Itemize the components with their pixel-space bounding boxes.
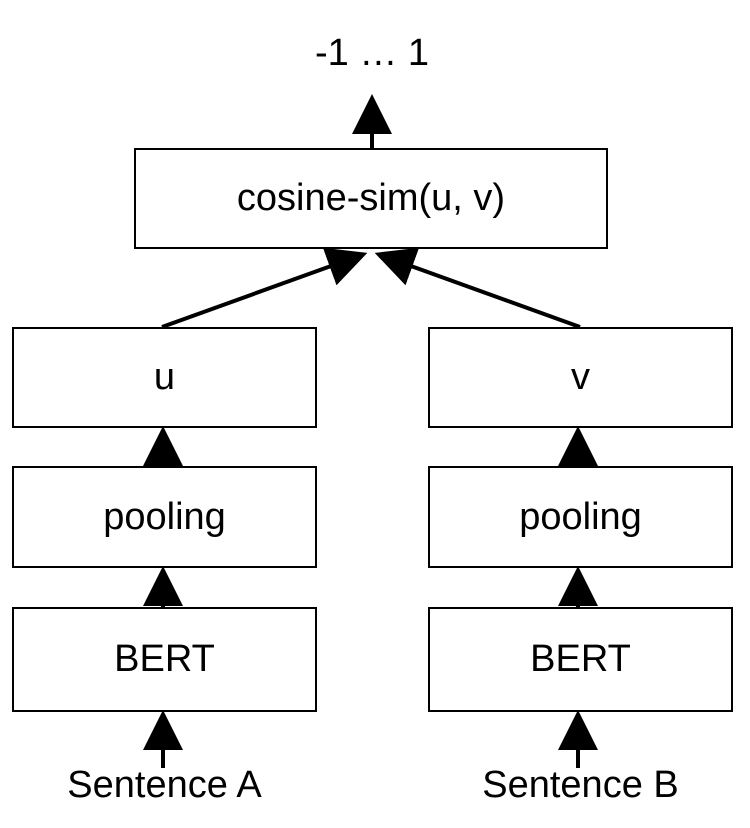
v-to-cosine-arrow — [374, 247, 581, 329]
cosine-similarity-box: cosine-sim(u, v) — [134, 148, 608, 249]
cosine-similarity-label: cosine-sim(u, v) — [236, 177, 506, 219]
left-bert-label: BERT — [114, 638, 215, 680]
right-bert-label: BERT — [530, 638, 631, 680]
sentence-a-label: Sentence A — [67, 764, 262, 806]
left-pooling-label: pooling — [103, 495, 226, 538]
embedding-v-label: v — [571, 356, 590, 398]
output-range-label: -1 … 1 — [314, 32, 430, 74]
left-pooling-box: pooling — [12, 466, 317, 568]
right-bert-box: BERT — [428, 607, 733, 712]
embedding-u-label: u — [153, 356, 176, 398]
sentence-b-label: Sentence B — [482, 764, 679, 806]
embedding-v-box: v — [428, 327, 733, 428]
right-pooling-box: pooling — [428, 466, 733, 568]
u-to-cosine-arrow — [161, 247, 368, 329]
right-pooling-label: pooling — [519, 495, 642, 538]
embedding-u-box: u — [12, 327, 317, 428]
left-bert-box: BERT — [12, 607, 317, 712]
